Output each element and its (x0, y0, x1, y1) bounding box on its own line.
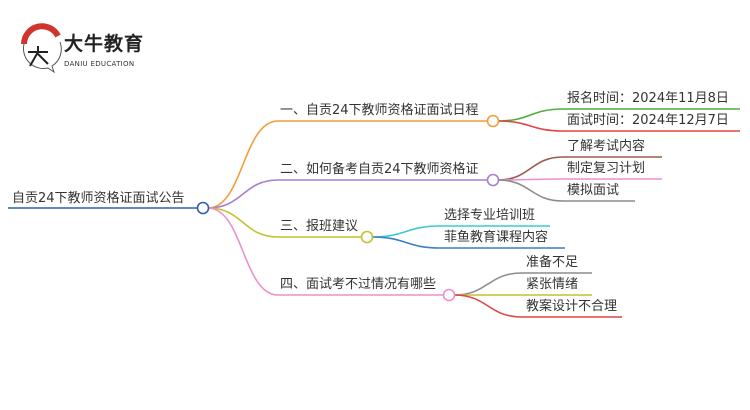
leaf-connector (497, 179, 635, 202)
leaf-node[interactable]: 面试时间：2024年12月7日 (567, 113, 729, 128)
branch-collapse-toggle[interactable] (486, 114, 500, 128)
leaf-node[interactable]: 准备不足 (526, 255, 579, 270)
leaf-node[interactable]: 菲鱼教育课程内容 (444, 230, 549, 245)
logo-name: 大牛教育 (64, 33, 145, 55)
root-node[interactable]: 自贡24下教师资格证面试公告 (12, 191, 185, 206)
leaf-connector (453, 272, 592, 296)
leaf-node[interactable]: 制定复习计划 (567, 161, 646, 176)
branch-node[interactable]: 四、面试考不过情况有哪些 (280, 277, 437, 292)
leaf-connector (497, 156, 662, 181)
leaf-connector (497, 178, 662, 181)
branch-collapse-toggle[interactable] (360, 230, 374, 244)
branch-connector (207, 120, 488, 209)
leaf-node[interactable]: 了解考试内容 (567, 139, 646, 154)
branch-collapse-toggle[interactable] (486, 173, 500, 187)
branch-node[interactable]: 一、自贡24下教师资格证面试日程 (280, 103, 479, 118)
leaf-node[interactable]: 选择专业培训班 (444, 208, 536, 223)
leaf-node[interactable]: 模拟面试 (567, 183, 620, 198)
branch-node[interactable]: 三、报班建议 (280, 219, 359, 234)
leaf-node[interactable]: 紧张情绪 (526, 277, 579, 292)
leaf-connector (453, 294, 622, 318)
branch-connector (207, 179, 488, 209)
root-collapse-toggle[interactable] (196, 201, 210, 215)
leaf-node[interactable]: 教案设计不合理 (526, 299, 618, 314)
logo-subtitle: DANIU EDUCATION (64, 60, 135, 68)
logo-mark-icon (21, 23, 62, 74)
leaf-connector (371, 236, 565, 249)
leaf-connector (497, 120, 740, 132)
branch-connector (207, 207, 444, 296)
leaf-node[interactable]: 报名时间：2024年11月8日 (567, 91, 729, 106)
leaf-connector (497, 108, 740, 122)
branch-connector (207, 207, 362, 238)
branch-node[interactable]: 二、如何备考自贡24下教师资格证 (280, 162, 479, 177)
branch-collapse-toggle[interactable] (442, 288, 456, 302)
